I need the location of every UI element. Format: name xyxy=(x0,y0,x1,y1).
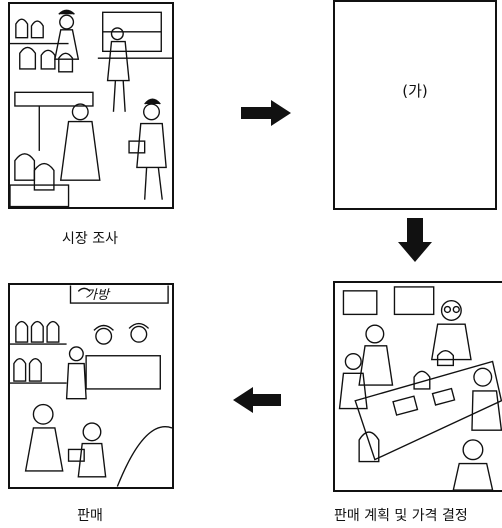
market-survey-drawing xyxy=(10,9,172,207)
sale-caption: 판매 xyxy=(77,508,103,524)
planning-caption: 판매 계획 및 가격 결정 xyxy=(334,508,468,524)
arrow-down-icon xyxy=(398,218,432,262)
sale-sign-text: 가방 xyxy=(85,288,109,303)
arrow-right-icon xyxy=(241,100,291,126)
arrow-left-icon xyxy=(233,387,281,413)
planning-illustration xyxy=(333,281,502,492)
sale-scene-drawing xyxy=(10,285,172,487)
blank-step-label: (가) xyxy=(402,82,428,100)
survey-illustration xyxy=(8,2,174,209)
sale-illustration xyxy=(8,283,174,489)
survey-caption: 시장 조사 xyxy=(62,231,118,247)
blank-step-box xyxy=(333,0,497,210)
planning-meeting-drawing xyxy=(338,286,502,490)
